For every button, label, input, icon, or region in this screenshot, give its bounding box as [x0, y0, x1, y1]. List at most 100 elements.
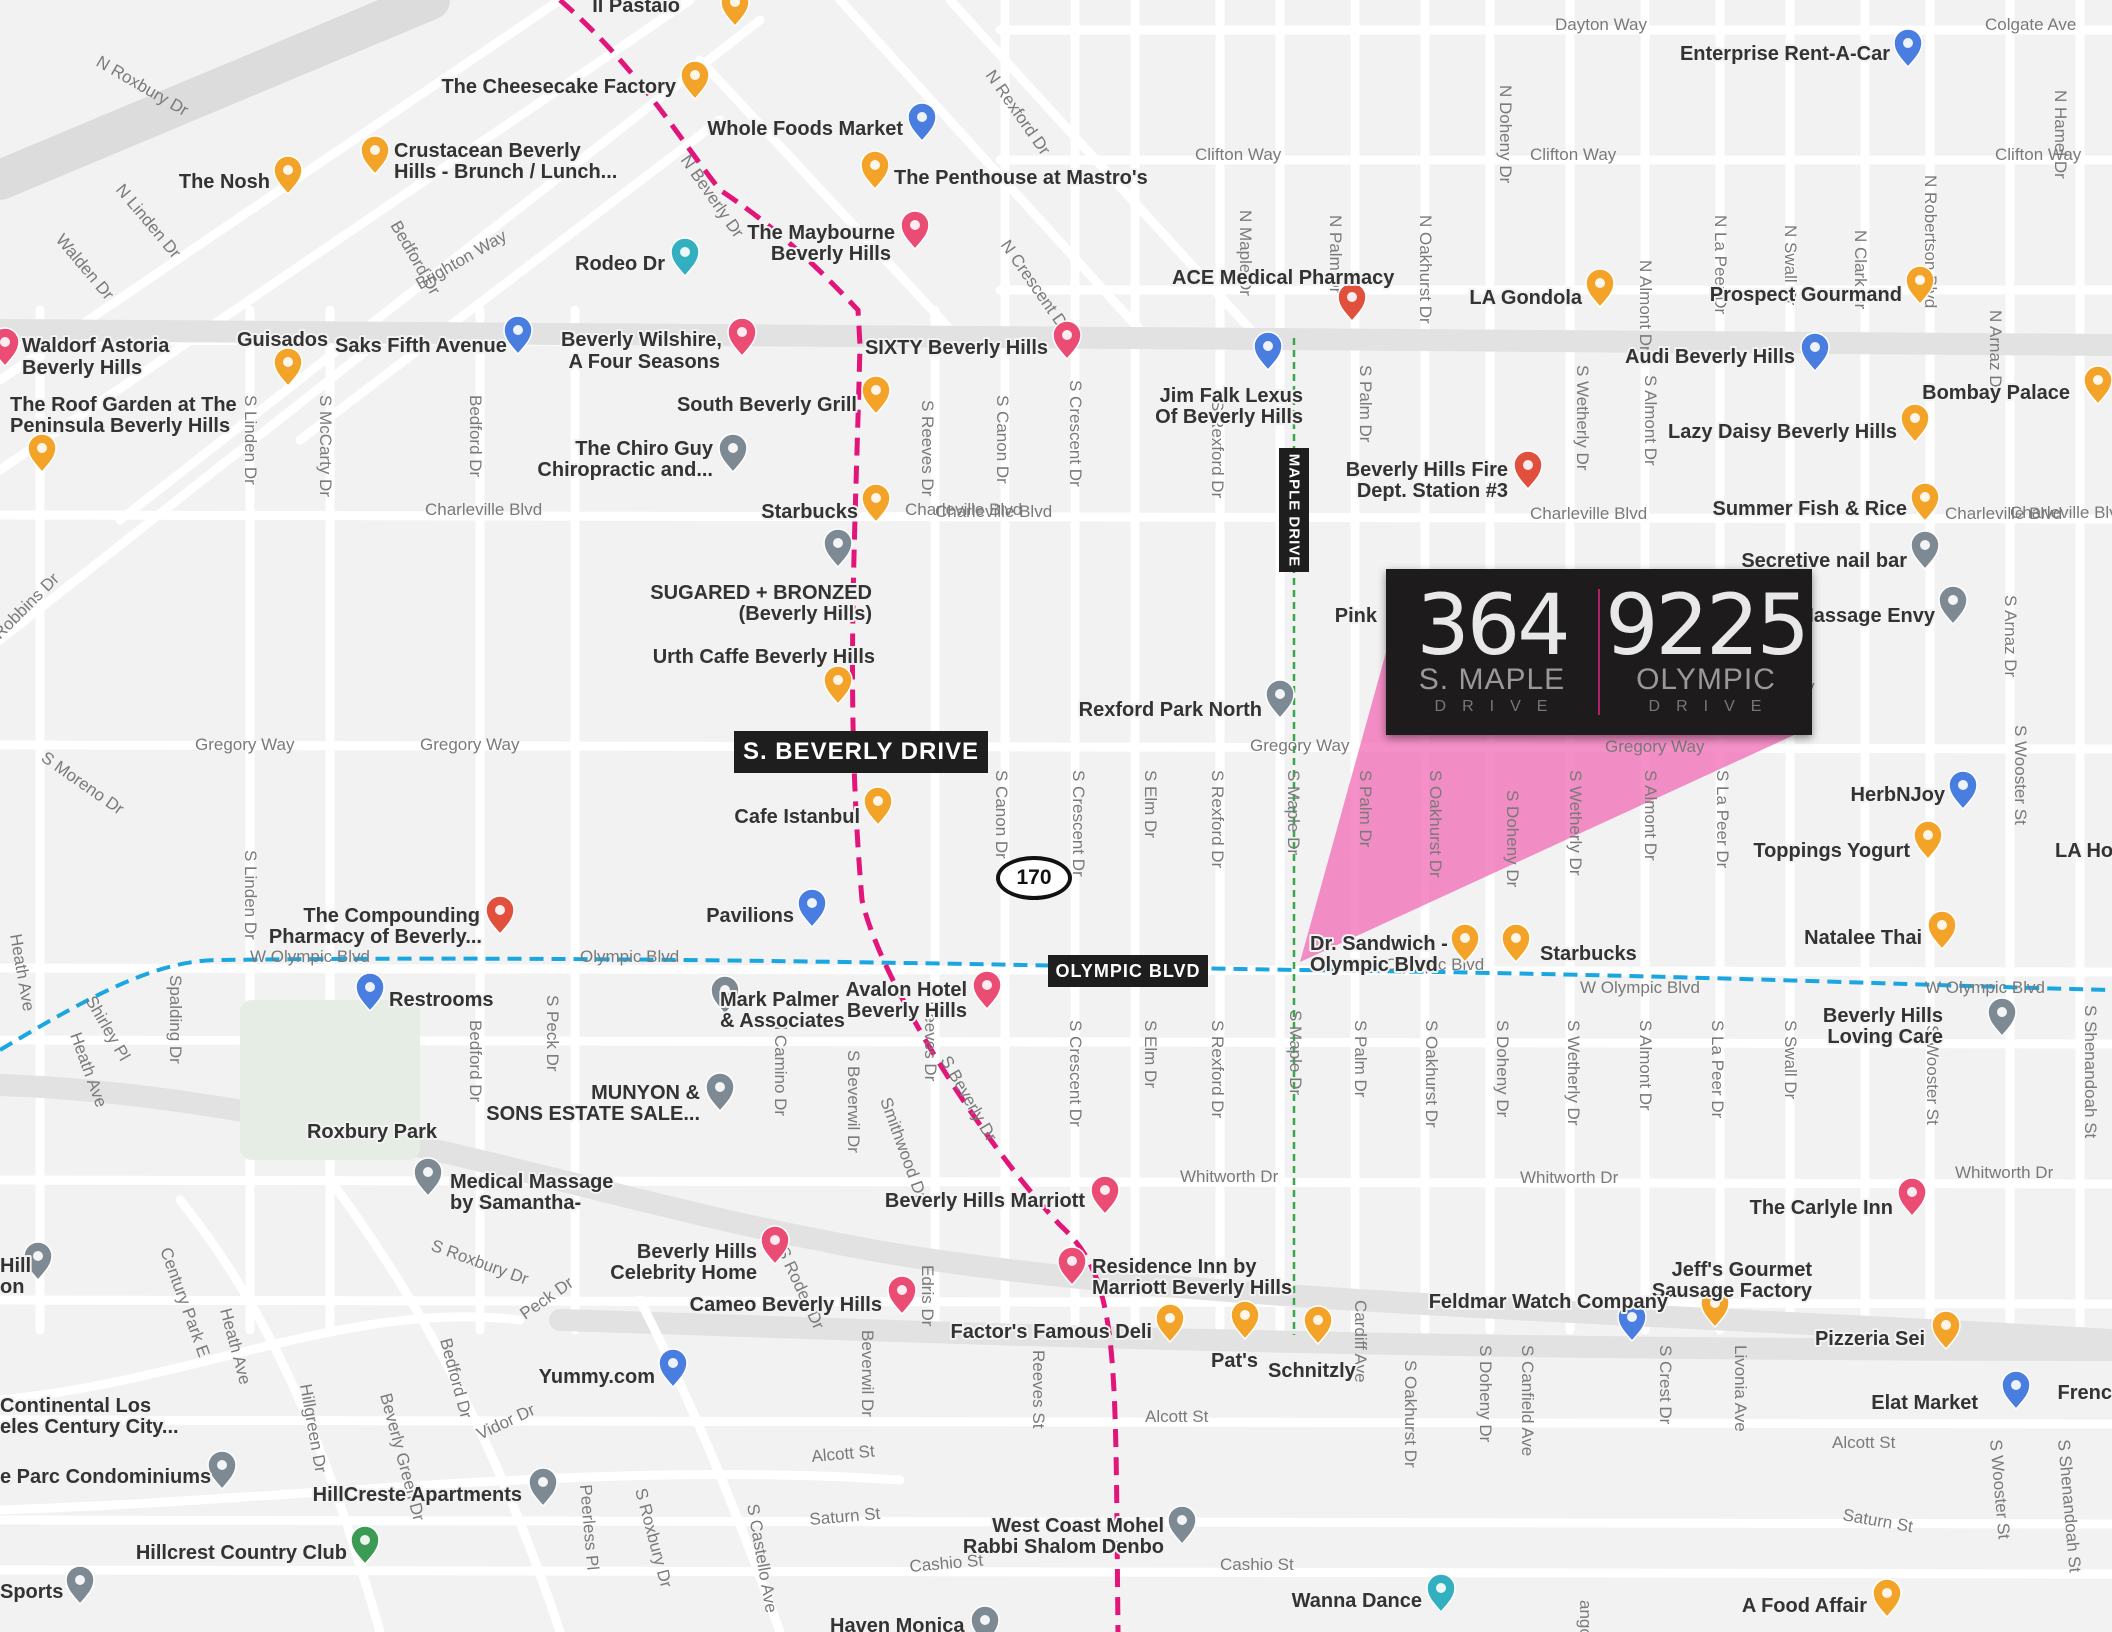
place-label[interactable]: on [0, 1274, 26, 1300]
place-label[interactable]: Beverly Hills [635, 1239, 759, 1265]
place-label[interactable]: Sausage Factory [1650, 1278, 1815, 1304]
food-pin-icon[interactable] [273, 155, 303, 196]
medical-pin-icon[interactable] [485, 895, 515, 936]
generic-pin-icon[interactable] [970, 1605, 1000, 1632]
place-label[interactable]: Dept. Station #3 [1355, 478, 1510, 504]
food-pin-icon[interactable] [1910, 482, 1940, 523]
shop-pin-icon[interactable] [1617, 1302, 1647, 1343]
food-pin-icon[interactable] [1931, 1310, 1961, 1351]
shop-pin-icon[interactable] [355, 972, 385, 1013]
generic-pin-icon[interactable] [823, 528, 853, 569]
food-pin-icon[interactable] [680, 60, 710, 101]
place-label[interactable]: Whole Foods Market [705, 116, 905, 142]
generic-pin-icon[interactable] [1167, 1505, 1197, 1546]
place-label[interactable]: Sports [0, 1579, 65, 1605]
place-label[interactable]: Massage Envy [1795, 603, 1938, 629]
place-label[interactable]: Crustacean Beverly [392, 138, 584, 164]
place-label[interactable]: by Samantha- [448, 1190, 583, 1216]
medical-pin-icon[interactable] [1513, 450, 1543, 491]
place-label[interactable]: The Maybourne [745, 220, 897, 246]
place-label[interactable]: SONS ESTATE SALE... [484, 1101, 702, 1127]
food-pin-icon[interactable] [273, 347, 303, 388]
place-label[interactable]: The Nosh [177, 169, 272, 195]
shop-pin-icon[interactable] [658, 1348, 688, 1389]
place-label[interactable]: MUNYON & [589, 1080, 702, 1106]
place-label[interactable]: Chiropractic and... [535, 457, 715, 483]
food-pin-icon[interactable] [360, 135, 390, 176]
shop-pin-icon[interactable] [2001, 1370, 2031, 1411]
place-label[interactable]: Olympic Blvd [1308, 952, 1440, 978]
medical-pin-icon[interactable] [1337, 282, 1367, 323]
place-label[interactable]: Dr. Sandwich - [1308, 931, 1450, 957]
hotel-pin-icon[interactable] [1052, 320, 1082, 361]
place-label[interactable]: Hill [0, 1253, 33, 1279]
shop-pin-icon[interactable] [1948, 770, 1978, 811]
place-label[interactable]: The Penthouse at Mastro's [892, 165, 1150, 191]
place-label[interactable]: LA Ho [2053, 838, 2112, 864]
place-label[interactable]: The Compounding [301, 903, 482, 929]
place-label[interactable]: Lazy Daisy Beverly Hills [1666, 419, 1899, 445]
food-pin-icon[interactable] [860, 150, 890, 191]
place-label[interactable]: LA Gondola [1467, 285, 1584, 311]
food-pin-icon[interactable] [861, 483, 891, 524]
place-label[interactable]: Residence Inn by [1090, 1254, 1259, 1280]
shop-pin-icon[interactable] [907, 102, 937, 143]
place-label[interactable]: Urth Caffe Beverly Hills [651, 644, 877, 670]
place-label[interactable]: eles Century City... [0, 1414, 181, 1440]
shop-pin-icon[interactable] [1893, 28, 1923, 69]
place-label[interactable]: Jim Falk Lexus [1158, 383, 1305, 409]
place-label[interactable]: Restrooms [387, 987, 495, 1013]
place-label[interactable]: Natalee Thai [1802, 925, 1924, 951]
place-label[interactable]: Beverly Hills [1821, 1003, 1945, 1029]
place-label[interactable]: Enterprise Rent-A-Car [1678, 41, 1892, 67]
place-label[interactable]: The Carlyle Inn [1748, 1195, 1895, 1221]
generic-pin-icon[interactable] [65, 1565, 95, 1606]
place-label[interactable]: Elat Market [1869, 1390, 1980, 1416]
food-pin-icon[interactable] [1450, 923, 1480, 964]
food-pin-icon[interactable] [1585, 268, 1615, 309]
generic-pin-icon[interactable] [23, 1241, 53, 1282]
hotel-pin-icon[interactable] [887, 1275, 917, 1316]
generic-pin-icon[interactable] [1987, 997, 2017, 1038]
place-label[interactable]: Marriott Beverly Hills [1090, 1275, 1294, 1301]
place-label[interactable]: The Roof Garden at The [8, 392, 239, 418]
place-label[interactable]: Continental Los [0, 1393, 153, 1419]
place-label[interactable]: SUGARED + BRONZED [648, 580, 874, 606]
generic-pin-icon[interactable] [718, 433, 748, 474]
place-label[interactable]: Beverly Hills [769, 241, 893, 267]
place-label[interactable]: Cameo Beverly Hills [688, 1292, 884, 1318]
hotel-pin-icon[interactable] [727, 317, 757, 358]
shop-pin-icon[interactable] [797, 888, 827, 929]
place-label[interactable]: Of Beverly Hills [1153, 404, 1305, 430]
leisure-pin-icon[interactable] [1426, 1573, 1456, 1614]
place-label[interactable]: Peninsula Beverly Hills [8, 413, 232, 439]
food-pin-icon[interactable] [1230, 1300, 1260, 1341]
food-pin-icon[interactable] [1927, 910, 1957, 951]
shop-pin-icon[interactable] [503, 315, 533, 356]
place-label[interactable]: Pizzeria Sei [1813, 1326, 1927, 1352]
hotel-pin-icon[interactable] [760, 1225, 790, 1266]
generic-pin-icon[interactable] [528, 1467, 558, 1508]
place-label[interactable]: Haven Monica [828, 1613, 967, 1632]
generic-pin-icon[interactable] [1265, 679, 1295, 720]
place-label[interactable]: HillCreste Apartments [311, 1482, 524, 1508]
place-label[interactable]: Beverly Hills Marriott [883, 1188, 1087, 1214]
place-label[interactable]: Avalon Hotel [844, 977, 970, 1003]
place-label[interactable]: e Parc Condominiums [0, 1464, 213, 1490]
place-label[interactable]: Beverly Hills Fire [1344, 457, 1510, 483]
food-pin-icon[interactable] [823, 665, 853, 706]
generic-pin-icon[interactable] [1910, 530, 1940, 571]
food-pin-icon[interactable] [1700, 1288, 1730, 1329]
generic-pin-icon[interactable] [1938, 585, 1968, 626]
place-label[interactable]: ACE Medical Pharmacy [1170, 265, 1397, 291]
place-label[interactable]: Guisados [235, 327, 330, 353]
place-label[interactable]: Pavilions [704, 903, 796, 929]
place-label[interactable]: Il Pastaio [590, 0, 682, 19]
food-pin-icon[interactable] [1913, 820, 1943, 861]
place-label[interactable]: Factor's Famous Deli [949, 1319, 1154, 1345]
shop-pin-icon[interactable] [1253, 331, 1283, 372]
place-label[interactable]: The Cheesecake Factory [439, 74, 678, 100]
